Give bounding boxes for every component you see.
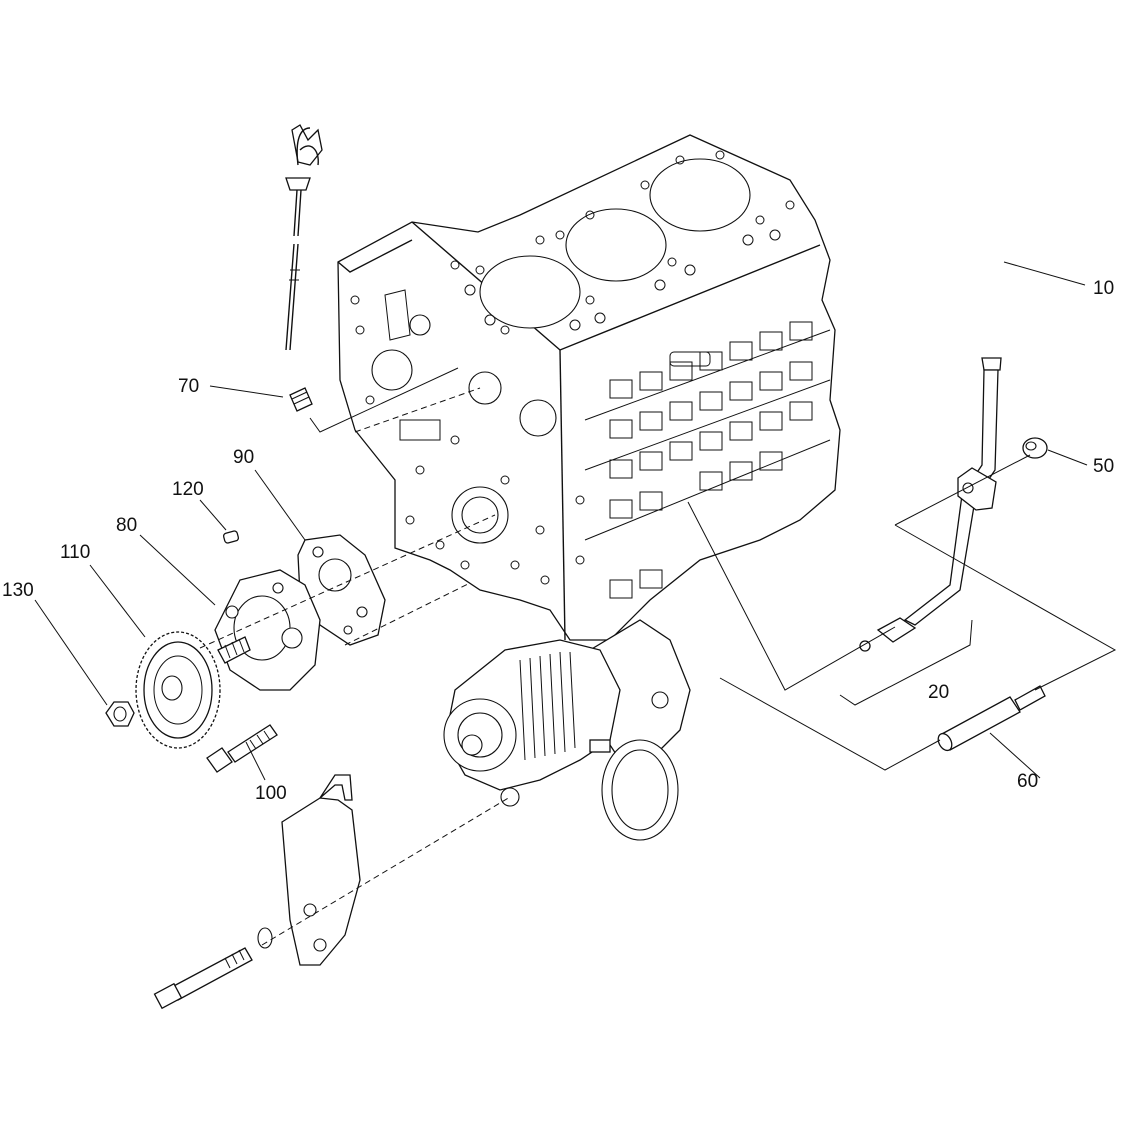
callout-60: 60 [1017, 771, 1038, 792]
leader-lines [34, 261, 1117, 946]
engine-block [337, 134, 841, 641]
oil-dipstick [285, 124, 323, 351]
front-housing [589, 619, 691, 841]
callout-90: 90 [233, 447, 254, 468]
alternator [443, 639, 621, 807]
woodruff-key [222, 530, 240, 544]
callout-labels: 10 20 50 60 70 80 90 100 110 120 130 [2, 278, 1114, 804]
callout-110: 110 [60, 542, 90, 563]
plug [289, 387, 313, 412]
callout-130: 130 [2, 580, 34, 601]
pump-bolt [206, 724, 278, 773]
oil-pump-gasket [297, 534, 386, 646]
callout-100: 100 [255, 783, 287, 804]
alternator-bracket [281, 774, 361, 966]
dipstick-guide [859, 357, 1002, 652]
callout-70: 70 [178, 376, 199, 397]
pipe-adapter [937, 685, 1046, 752]
oil-pump-gear [135, 631, 221, 749]
oil-pump [214, 569, 321, 691]
callout-120: 120 [172, 479, 204, 500]
grommet [1022, 437, 1048, 459]
alternator-bolt [153, 927, 273, 1010]
callout-50: 50 [1093, 456, 1114, 477]
callout-10: 10 [1093, 278, 1114, 299]
callout-80: 80 [116, 515, 137, 536]
callout-20: 20 [928, 682, 949, 703]
gear-nut [105, 701, 135, 727]
